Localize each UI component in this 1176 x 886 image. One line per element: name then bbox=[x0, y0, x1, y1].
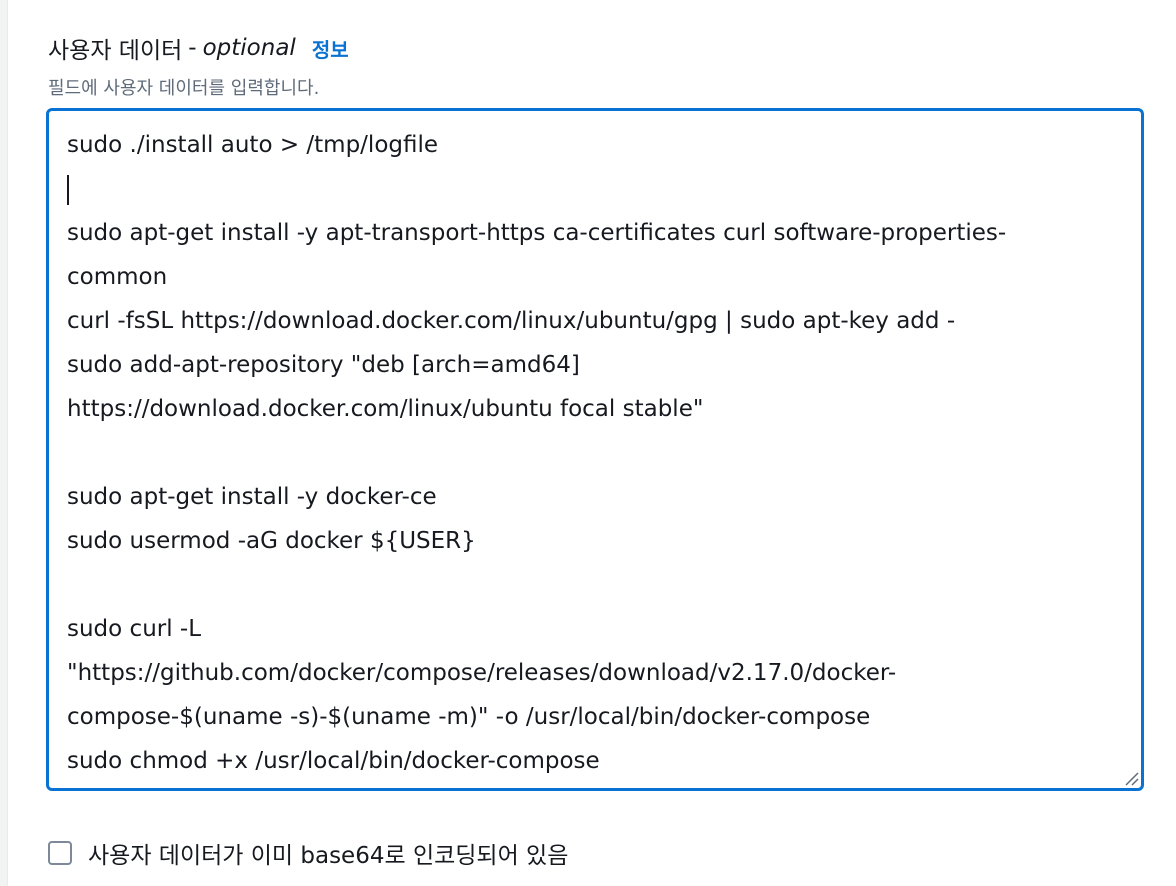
code-line: "https://github.com/docker/compose/relea… bbox=[67, 660, 897, 686]
user-data-description: 필드에 사용자 데이터를 입력합니다. bbox=[48, 78, 320, 99]
user-data-textarea[interactable]: sudo ./install auto > /tmp/logfile sudo … bbox=[46, 108, 1144, 791]
code-line: sudo curl -L bbox=[67, 616, 202, 642]
base64-option: 사용자 데이터가 이미 base64로 인코딩되어 있음 bbox=[48, 836, 568, 870]
label-separator: - bbox=[188, 35, 197, 61]
code-line: sudo ./install auto > /tmp/logfile bbox=[67, 132, 439, 158]
code-line: sudo usermod -aG docker ${USER} bbox=[67, 528, 476, 554]
code-line: sudo apt-get install -y docker-ce bbox=[67, 484, 437, 510]
code-line: sudo apt-get install -y apt-transport-ht… bbox=[67, 220, 1007, 246]
user-data-text[interactable]: sudo ./install auto > /tmp/logfile sudo … bbox=[67, 123, 1117, 783]
code-line bbox=[67, 431, 1117, 475]
optional-label: optional bbox=[202, 35, 296, 61]
code-line: curl -fsSL https://download.docker.com/l… bbox=[67, 308, 956, 334]
base64-checkbox-label[interactable]: 사용자 데이터가 이미 base64로 인코딩되어 있음 bbox=[88, 843, 569, 869]
code-line: https://download.docker.com/linux/ubuntu… bbox=[67, 396, 704, 422]
code-line: sudo chmod +x /usr/local/bin/docker-comp… bbox=[67, 748, 600, 774]
code-line bbox=[67, 563, 1117, 607]
code-line: sudo add-apt-repository "deb [arch=amd64… bbox=[67, 352, 580, 378]
base64-checkbox[interactable] bbox=[48, 841, 72, 865]
info-link[interactable]: 정보 bbox=[311, 37, 349, 62]
code-line: compose-$(uname -s)-$(uname -m)" -o /usr… bbox=[67, 704, 871, 730]
resize-grip-icon[interactable] bbox=[1123, 770, 1139, 786]
panel-left-edge bbox=[0, 0, 8, 886]
code-line: common bbox=[67, 264, 168, 290]
user-data-label-text: 사용자 데이터 bbox=[48, 38, 183, 64]
code-line-caret bbox=[67, 167, 1117, 211]
text-caret bbox=[67, 174, 69, 205]
user-data-label: 사용자 데이터 - optional 정보 bbox=[48, 30, 349, 66]
